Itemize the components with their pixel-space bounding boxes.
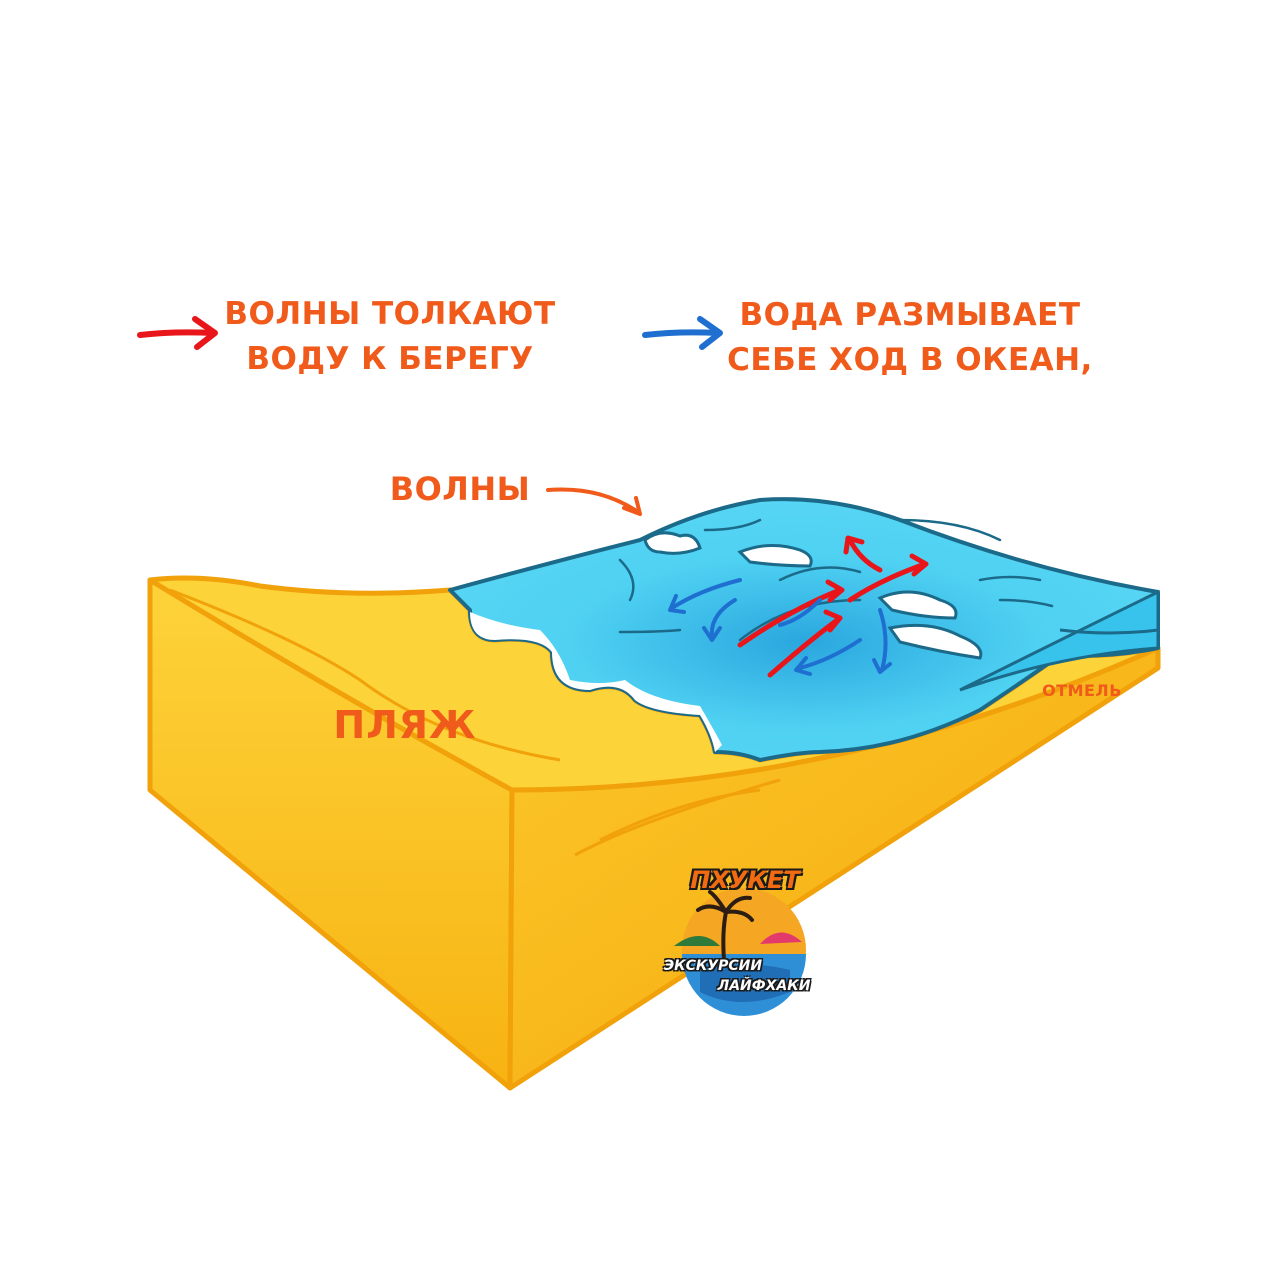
red-arrow-icon [137, 316, 218, 350]
sand-ripple [169, 588, 561, 762]
logo-line1: ЭКСКУРСИИ [663, 958, 763, 974]
logo-title: ПХУКЕТ [690, 866, 800, 894]
brand-logo: ПХУКЕТ ЭКСКУРСИИ ЛАЙФХАКИ [640, 862, 830, 1022]
legend-red-text: ВОЛНЫ ТОЛКАЮТ ВОДУ К БЕРЕГУ [200, 292, 580, 382]
legend-blue-line2: СЕБЕ ХОД В ОКЕАН, [727, 342, 1093, 378]
shore-foam [470, 612, 722, 752]
logo-emblem [674, 888, 806, 1016]
legend-blue-line1: ВОДА РАЗМЫВАЕТ [739, 297, 1081, 333]
sand-ripple [574, 778, 781, 857]
red-current-arrows [737, 535, 929, 678]
wave-crests [643, 531, 983, 660]
logo-line2: ЛАЙФХАКИ [717, 978, 811, 994]
ocean-layer-line [1059, 628, 1159, 635]
ocean-right-edge [959, 589, 1160, 692]
legend-red-line1: ВОЛНЫ ТОЛКАЮТ [224, 296, 556, 332]
legend-red-line2: ВОДУ К БЕРЕГУ [246, 341, 534, 377]
sand-ripple [599, 788, 761, 842]
blue-arrow-icon [642, 316, 723, 350]
waves-label: ВОЛНЫ [389, 470, 531, 508]
legend-blue-text: ВОДА РАЗМЫВАЕТ СЕБЕ ХОД В ОКЕАН, [705, 293, 1115, 383]
blue-rip-arrows [668, 578, 892, 676]
palm-tree-icon [721, 911, 728, 961]
waves-pointer-arrow-icon [546, 487, 642, 516]
beach-label: ПЛЯЖ [333, 703, 477, 747]
shoal-label: ОТМЕЛЬ [1042, 681, 1122, 700]
